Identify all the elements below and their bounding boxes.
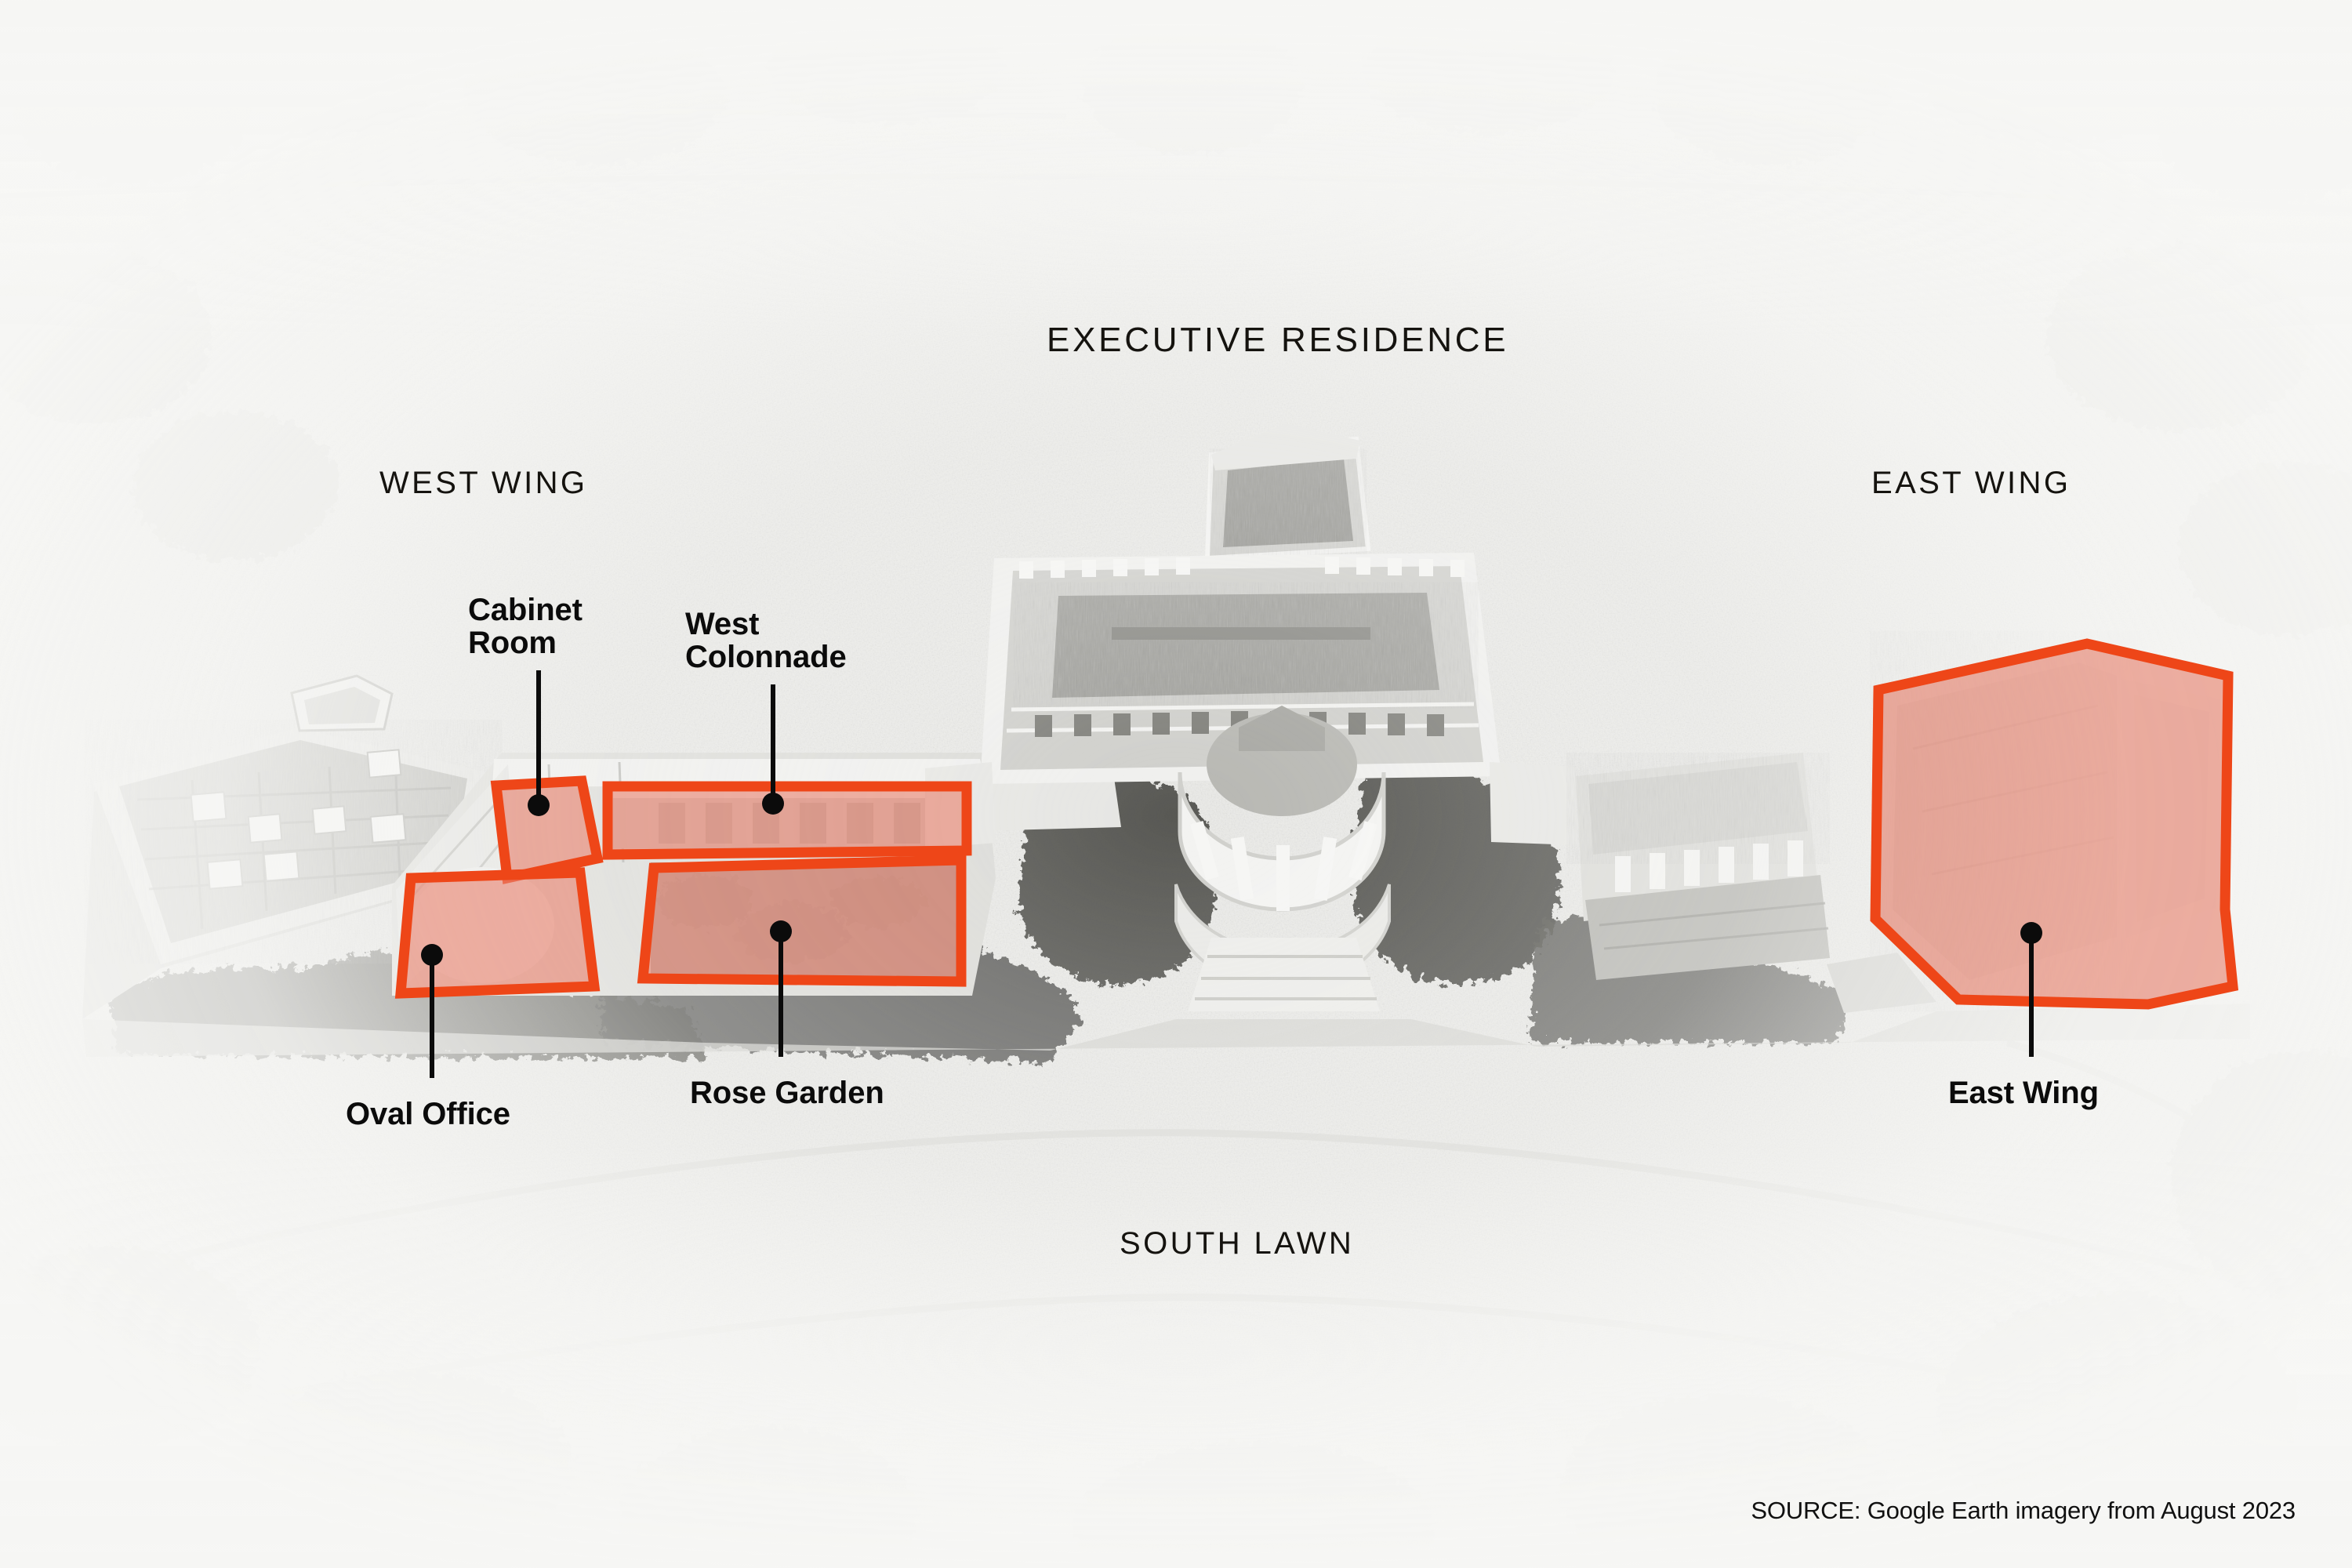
callout-label-line: Oval Office (346, 1097, 510, 1131)
area-label-west-wing: WEST WING (379, 466, 588, 500)
area-label-executive-residence: EXECUTIVE RESIDENCE (1047, 321, 1509, 359)
area-label-east-wing: EAST WING (1871, 466, 2071, 500)
callout-label-line: Room (468, 626, 557, 661)
callout-label-oval-office: Oval Office (346, 1098, 510, 1131)
source-note: SOURCE: Google Earth imagery from August… (1751, 1497, 2296, 1524)
callout-label-line: West (685, 607, 760, 641)
callout-label-line: East Wing (1948, 1076, 2099, 1110)
area-label-south-lawn: SOUTH LAWN (1120, 1226, 1355, 1261)
callout-label-line: Rose Garden (690, 1076, 884, 1110)
callout-label-rose-garden: Rose Garden (690, 1076, 884, 1110)
callout-label-line: Cabinet (468, 593, 583, 627)
callout-label-line: Colonnade (685, 640, 847, 675)
callout-label-east-wing-callout: East Wing (1948, 1076, 2099, 1110)
